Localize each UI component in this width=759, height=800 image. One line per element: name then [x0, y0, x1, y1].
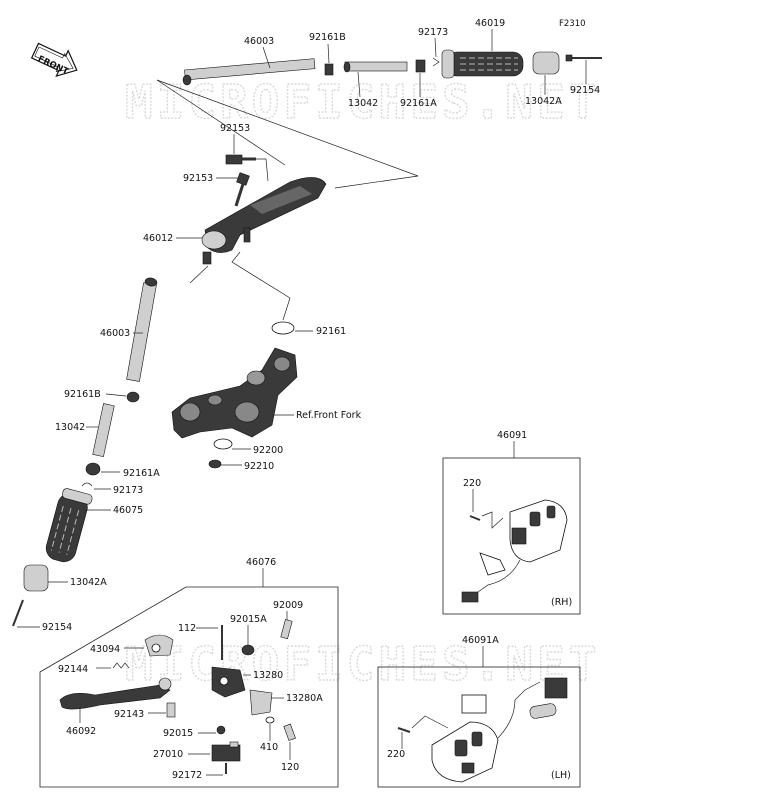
- label-F2310: F2310: [559, 19, 586, 29]
- label-46091: 46091: [497, 430, 527, 441]
- rh-switch-box: [442, 457, 581, 615]
- label-92161B: 92161B: [64, 389, 101, 400]
- label-92173: 92173: [113, 485, 143, 496]
- label-46003: 46003: [100, 328, 130, 339]
- spring-92144: [112, 662, 130, 669]
- lever-assembly-box: [39, 586, 339, 788]
- collar-13042: [92, 403, 115, 458]
- upper-triple-clamp: [171, 347, 298, 439]
- watermark-top: MICROFICHES.NET: [125, 75, 600, 129]
- label-92200: 92200: [253, 445, 283, 456]
- handlebar-tube-46003: [126, 277, 158, 382]
- rh-switch-housing: [509, 499, 568, 563]
- nut-92015A: [241, 644, 255, 656]
- clip-92173: [81, 482, 93, 487]
- label-92161: 92161: [316, 326, 346, 337]
- lh-switch-housing: [431, 721, 499, 783]
- lh-connector-b: [544, 677, 568, 699]
- bracket-13280A: [249, 689, 273, 716]
- label-92009: 92009: [273, 600, 303, 611]
- label-46091A: 46091A: [462, 635, 499, 646]
- washer-92161: [271, 321, 295, 335]
- nut-92015: [216, 725, 226, 735]
- lever-46092: [59, 677, 172, 710]
- label-92153-b: 92153: [183, 173, 213, 184]
- label-92161A-top: 92161A: [400, 98, 437, 109]
- label-13280: 13280: [253, 670, 283, 681]
- label-ref-front-fork: Ref.Front Fork: [296, 410, 362, 421]
- bolt-92153-a: [225, 154, 256, 165]
- screw-220-lh: [397, 727, 411, 733]
- label-92154-top: 92154: [570, 85, 600, 96]
- label-220-lh: 220: [387, 749, 405, 760]
- nut-92210: [208, 459, 222, 469]
- ring-92161A: [85, 462, 101, 476]
- label-lh: (LH): [551, 770, 571, 781]
- label-92173-top: 92173: [418, 27, 448, 38]
- label-46012: 46012: [143, 233, 173, 244]
- screw-120: [283, 723, 296, 741]
- label-92015: 92015: [163, 728, 193, 739]
- label-92144: 92144: [58, 664, 88, 675]
- label-46019: 46019: [475, 18, 505, 29]
- label-27010: 27010: [153, 749, 183, 760]
- pin-92143: [166, 702, 176, 718]
- label-rh: (RH): [551, 597, 572, 608]
- label-13042-top: 13042: [348, 98, 378, 109]
- label-92153-a: 92153: [220, 123, 250, 134]
- label-410: 410: [260, 742, 278, 753]
- clamp-43094: [144, 634, 174, 657]
- label-112: 112: [178, 623, 196, 634]
- label-92161A: 92161A: [123, 468, 160, 479]
- label-92210: 92210: [244, 461, 274, 472]
- switch-27010: [211, 741, 241, 762]
- lh-connector-a: [461, 694, 487, 714]
- label-46092: 46092: [66, 726, 96, 737]
- washer-410: [265, 716, 275, 724]
- label-92172: 92172: [172, 770, 202, 781]
- front-arrow-icon: [30, 42, 78, 78]
- label-46076: 46076: [246, 557, 276, 568]
- ring-92161B: [126, 391, 140, 403]
- bolt-92009: [280, 619, 293, 640]
- label-220-rh: 220: [463, 478, 481, 489]
- rh-connector: [461, 591, 479, 603]
- label-92161B-top: 92161B: [309, 32, 346, 43]
- label-13042A: 13042A: [70, 577, 107, 588]
- handlebar-holder: [201, 177, 327, 265]
- screw-220-rh: [469, 515, 481, 521]
- label-13042A-top: 13042A: [525, 96, 562, 107]
- label-46075: 46075: [113, 505, 143, 516]
- grip-top: [441, 49, 524, 79]
- weight-13042A: [23, 564, 49, 592]
- label-43094: 43094: [90, 644, 120, 655]
- label-120: 120: [281, 762, 299, 773]
- label-92015A: 92015A: [230, 614, 267, 625]
- lh-switch-box: [377, 666, 581, 788]
- handlebar-assembly-top: [182, 49, 602, 86]
- label-92154: 92154: [42, 622, 72, 633]
- label-13042: 13042: [55, 422, 85, 433]
- grip-46075: [45, 488, 93, 563]
- bolt-92153-b: [234, 172, 250, 207]
- label-92143: 92143: [114, 709, 144, 720]
- washer-92200: [213, 438, 233, 450]
- bolt-92154: [12, 599, 24, 627]
- label-46003-top: 46003: [244, 36, 274, 47]
- label-13280A: 13280A: [286, 693, 323, 704]
- watermark-bottom: MICROFICHES.NET: [125, 637, 600, 691]
- bracket-13280: [211, 666, 246, 698]
